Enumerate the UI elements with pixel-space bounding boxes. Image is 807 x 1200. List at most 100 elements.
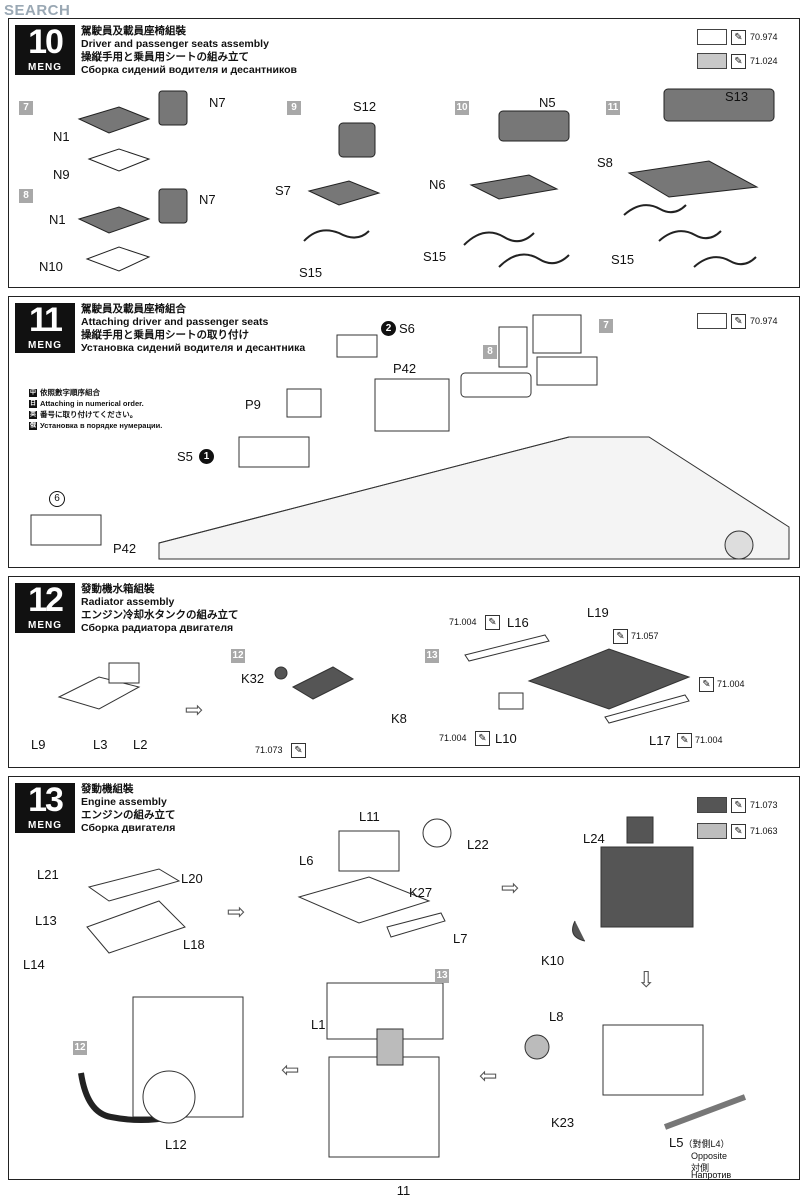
paintbrush-icon: ✎ <box>677 733 692 748</box>
paint-code: 71.004 <box>695 735 723 745</box>
order-number-2: 2 <box>381 321 396 336</box>
arrow-down-icon: ⇩ <box>637 967 656 992</box>
part-label: L11 <box>359 809 380 824</box>
part-label: S8 <box>597 155 613 170</box>
part-label: L20 <box>181 871 203 886</box>
title-cn: 駕駛員及載員座椅組合 <box>81 303 186 315</box>
part-label: K10 <box>541 953 565 968</box>
step-number: 13 <box>28 781 64 819</box>
note-text: 依照數字順序組合 <box>40 388 100 397</box>
opposite-note-en: Opposite <box>691 1151 728 1161</box>
title-ru: Сборка двигателя <box>81 822 176 834</box>
paintbrush-icon: ✎ <box>731 313 746 329</box>
paint-swatch <box>697 313 727 329</box>
order-number-1: 1 <box>199 449 214 464</box>
part-label: P42 <box>113 541 137 556</box>
title-cn: 發動機組裝 <box>81 783 134 795</box>
arrow-left-icon: ⇦ <box>479 1063 498 1088</box>
part-label: L21 <box>37 867 59 882</box>
lang-key: 俄 <box>29 422 37 431</box>
part-label: L10 <box>495 731 517 746</box>
part-label: N10 <box>39 259 63 274</box>
part-label: K27 <box>409 885 433 900</box>
note-text: Attaching in numerical order. <box>40 399 144 408</box>
step-10-panel: 10 MENG 駕駛員及載員座椅組裝 Driver and passenger … <box>8 18 800 288</box>
paintbrush-icon: ✎ <box>731 823 746 839</box>
part-label: K23 <box>551 1115 575 1130</box>
part-label: L1 <box>311 1017 326 1032</box>
title-ru: Сборка сидений водителя и десантников <box>81 64 297 76</box>
step-13-panel: 13 MENG 發動機組裝 Engine assembly エンジンの組み立て … <box>8 776 800 1180</box>
part-label: S13 <box>725 89 749 104</box>
part-label: L6 <box>299 853 314 868</box>
title-en: Radiator assembly <box>81 596 175 608</box>
part-label: L16 <box>507 615 529 630</box>
paint-key-1: ✎ 71.073 <box>697 797 778 813</box>
paintbrush-icon: ✎ <box>291 743 306 758</box>
paint-swatch <box>697 823 727 839</box>
page-number: 11 <box>396 1183 411 1198</box>
radiator-diagram <box>57 634 691 724</box>
step-12-titles: 發動機水箱組裝 Radiator assembly エンジン冷却水タンクの組み立… <box>81 583 239 635</box>
part-label: S12 <box>353 99 377 114</box>
title-jp: エンジン冷却水タンクの組み立て <box>81 609 239 621</box>
step-12-panel: 12 MENG 發動機水箱組裝 Radiator assembly エンジン冷却… <box>8 576 800 768</box>
part-label: S15 <box>611 252 635 267</box>
part-label: L8 <box>549 1009 564 1024</box>
engine-diagram <box>78 816 747 1158</box>
substep-10: 10 <box>455 101 469 115</box>
meng-logo: MENG <box>28 62 62 73</box>
paint-code: 71.063 <box>750 826 778 836</box>
part-label: S15 <box>423 249 447 264</box>
lang-key: 日 <box>29 400 37 409</box>
meng-logo: MENG <box>28 340 62 351</box>
note-text: 番号に取り付けてください。 <box>40 410 138 419</box>
part-label: L5 <box>669 1135 684 1150</box>
paint-code: 71.073 <box>750 800 778 810</box>
title-jp: 操縦手用と乗員用シートの取り付け <box>81 329 249 341</box>
note-text: Установка в порядке нумерации. <box>40 421 163 430</box>
substep-12: 12 <box>231 649 245 663</box>
arrow-left-icon: ⇦ <box>281 1057 300 1082</box>
part-label-l5: L5（對側L4） <box>669 1135 729 1150</box>
substep-8: 8 <box>483 345 497 359</box>
substep-7: 7 <box>599 319 613 333</box>
part-label: L2 <box>133 737 148 752</box>
paint-swatch <box>697 29 727 45</box>
paint-code: 71.004 <box>439 733 467 743</box>
lang-key: 中 <box>29 389 37 398</box>
paintbrush-icon: ✎ <box>731 53 746 69</box>
paint-key-1: ✎ 70.974 <box>697 313 778 329</box>
title-cn: 發動機水箱組裝 <box>81 583 155 595</box>
part-label: S7 <box>275 183 291 198</box>
title-jp: エンジンの組み立て <box>81 809 176 821</box>
paint-swatch <box>697 797 727 813</box>
part-label: L19 <box>587 605 609 620</box>
paint-code: 71.004 <box>717 679 745 689</box>
paint-key-2: ✎ 71.063 <box>697 823 778 839</box>
part-label: L22 <box>467 837 489 852</box>
arrow-right-icon: ⇨ <box>501 875 520 900</box>
step-number: 12 <box>28 581 64 619</box>
meng-logo: MENG <box>28 820 62 831</box>
part-label: L3 <box>93 737 108 752</box>
paint-code: 70.974 <box>750 316 778 326</box>
part-label: L18 <box>183 937 205 952</box>
paint-code: 71.024 <box>750 56 778 66</box>
title-en: Engine assembly <box>81 796 167 808</box>
paint-code: 70.974 <box>750 32 778 42</box>
part-label: S6 <box>399 321 415 336</box>
step-13-badge: 13 MENG <box>15 781 75 833</box>
part-label: N7 <box>209 95 226 110</box>
step-11-titles: 駕駛員及載員座椅組合 Attaching driver and passenge… <box>81 303 305 355</box>
paintbrush-icon: ✎ <box>485 615 500 630</box>
opposite-note-ru: Напротив <box>691 1170 732 1180</box>
title-cn: 駕駛員及載員座椅組裝 <box>81 25 186 37</box>
paint-swatch <box>697 53 727 69</box>
step-13-titles: 發動機組裝 Engine assembly エンジンの組み立て Сборка д… <box>81 783 176 835</box>
part-label: N9 <box>53 167 70 182</box>
step-10-titles: 駕駛員及載員座椅組裝 Driver and passenger seats as… <box>81 25 297 77</box>
title-en: Attaching driver and passenger seats <box>81 316 269 328</box>
opposite-note-cn: （對側L4） <box>683 1139 730 1149</box>
